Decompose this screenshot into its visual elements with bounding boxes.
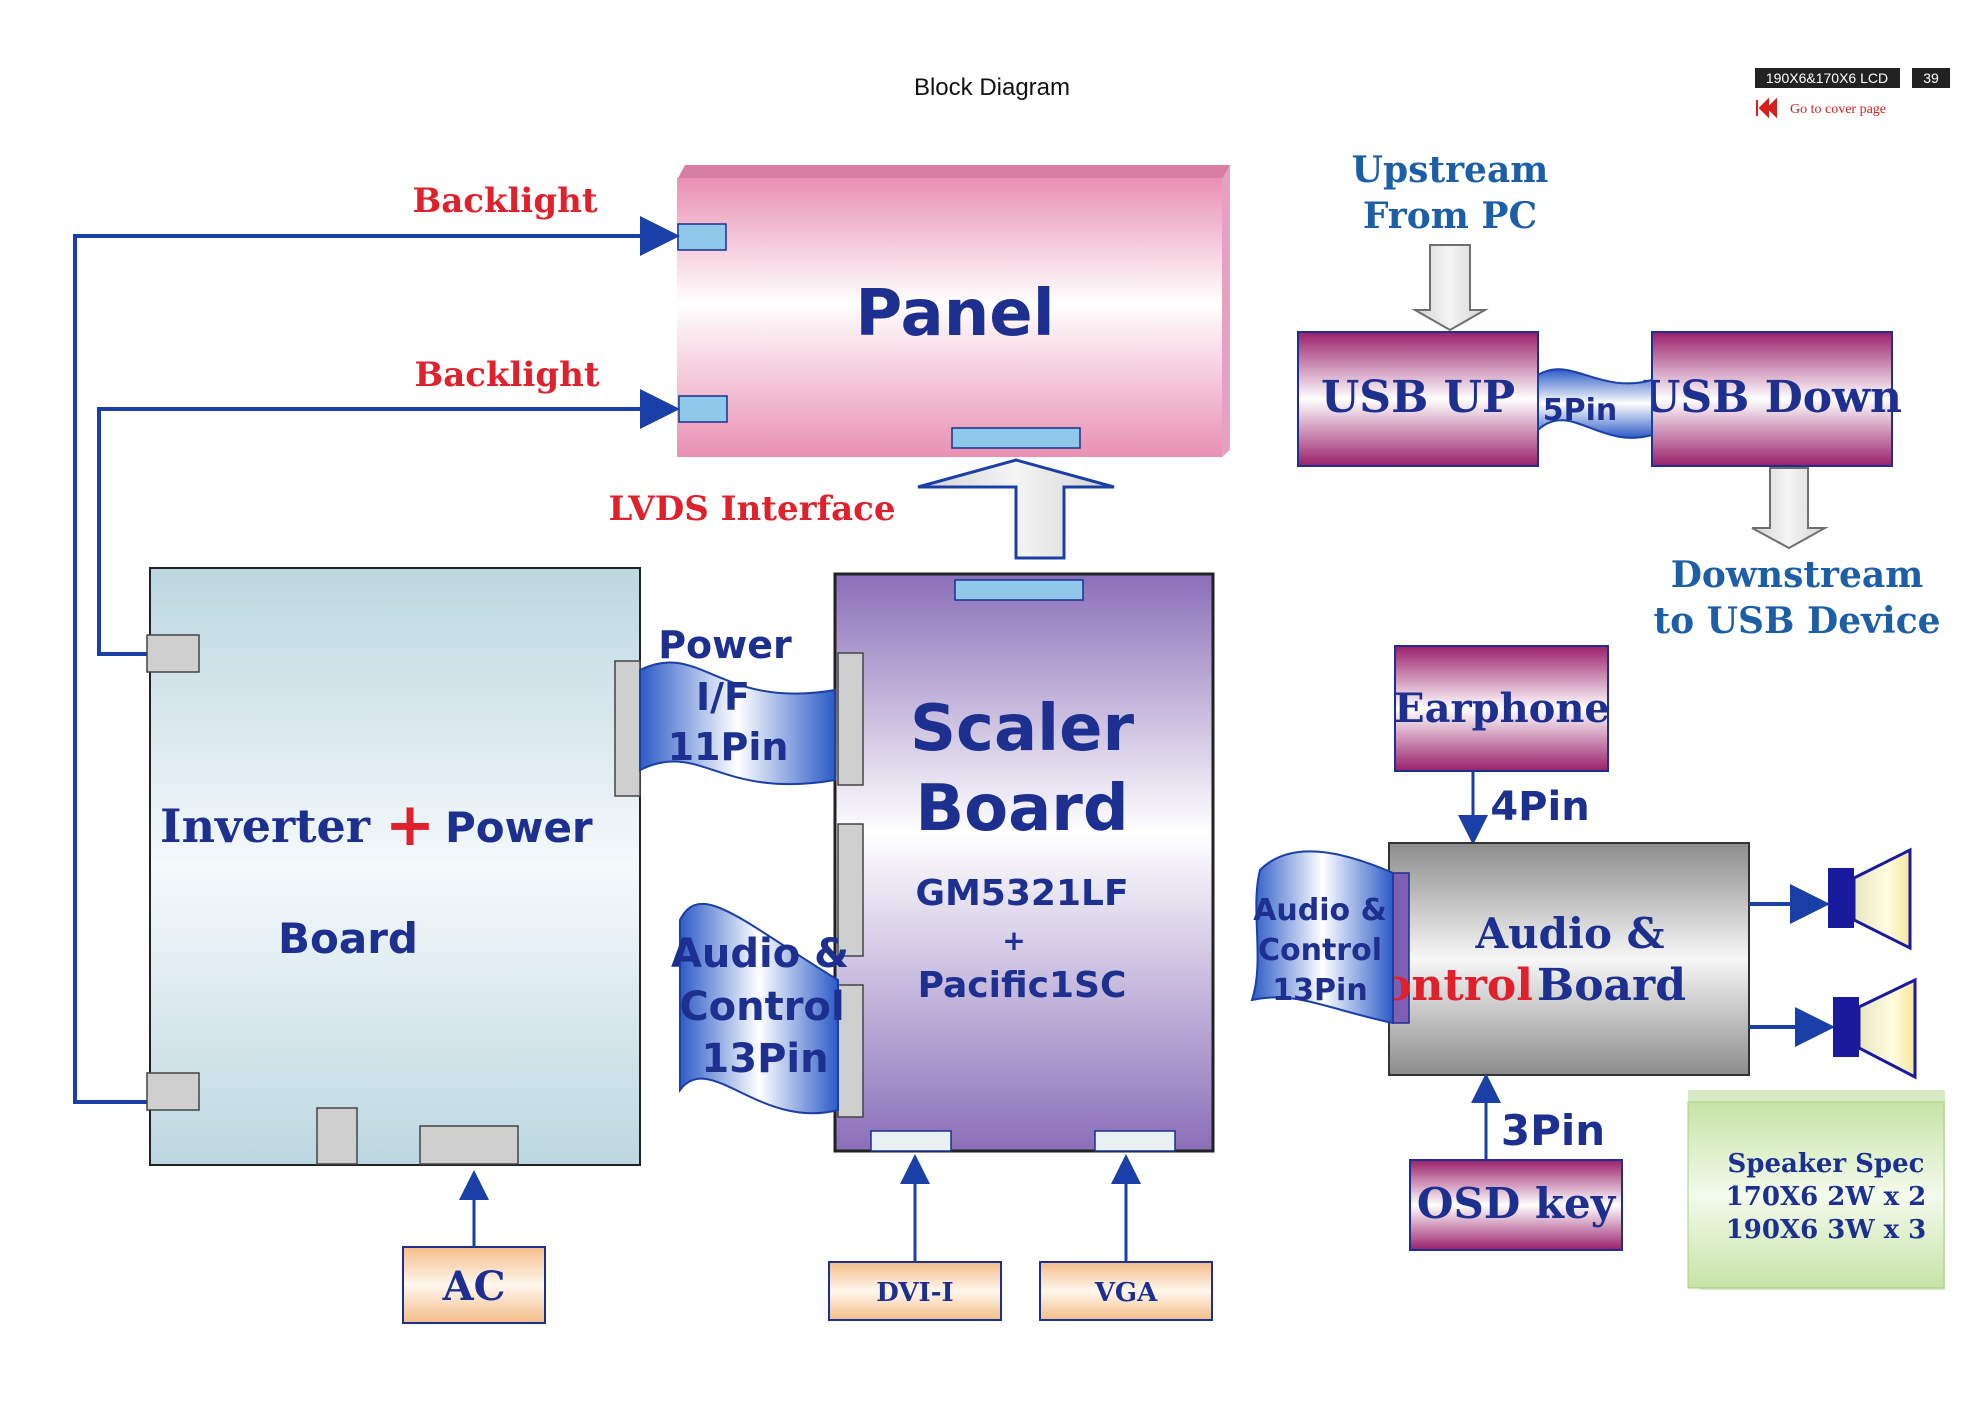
backlight-label-top: Backlight	[412, 181, 597, 221]
dvi-label: DVI-I	[876, 1278, 953, 1308]
speaker-top-cone	[1852, 847, 1912, 951]
inverter-connector-bottom-small	[316, 1107, 358, 1165]
model-badge: 190X6&170X6 LCD	[1755, 68, 1900, 88]
usb-up-label: USB UP	[1321, 372, 1515, 423]
backlight-label-bottom: Backlight	[414, 355, 599, 395]
cover-link-text[interactable]: Go to cover page	[1790, 102, 1886, 117]
speaker-bottom	[1749, 977, 1917, 1080]
power-cable: Power I/F 11Pin	[639, 623, 836, 786]
audio-right-label-1: Audio &	[1253, 893, 1387, 928]
audio-left-label-2: Control	[679, 984, 844, 1030]
vga-label: VGA	[1094, 1278, 1158, 1308]
scaler-board: Scaler Board GM5321LF + Pacific1SC	[833, 572, 1215, 1153]
panel-label: Panel	[855, 277, 1054, 351]
inverter-label-2: Power	[445, 803, 593, 852]
downstream-label-2: to USB Device	[1653, 600, 1940, 642]
speaker-top-magnet	[1828, 868, 1854, 928]
speaker-bottom-magnet	[1833, 997, 1859, 1057]
inverter-power-connector	[614, 660, 641, 797]
scaler-label-2: Board	[915, 772, 1128, 846]
earphone-label: Earphone	[1394, 685, 1610, 732]
inverter-label-1: Inverter	[160, 799, 371, 853]
panel-block: Panel	[677, 165, 1230, 457]
scaler-vga-connector	[1094, 1130, 1176, 1152]
audio-right-label-3: 13Pin	[1272, 973, 1367, 1008]
scaler-chip-1: GM5321LF	[915, 873, 1128, 914]
audio-control-board: Audio & Control Board	[1347, 842, 1750, 1076]
lvds-arrow	[917, 458, 1115, 560]
dvi-input: DVI-I	[828, 1154, 1002, 1321]
lvds-label: LVDS Interface	[609, 489, 896, 529]
vga-input: VGA	[1039, 1154, 1213, 1321]
backlight-line-bottom	[97, 389, 680, 656]
cover-link[interactable]: Go to cover page	[1756, 97, 1886, 119]
scaler-audio-connector	[837, 984, 864, 1118]
scaler-power-connector	[837, 652, 864, 786]
ac-input: AC	[402, 1170, 546, 1324]
audio-board-label-1: Audio &	[1475, 909, 1665, 958]
osd-pin-label: 3Pin	[1501, 1106, 1605, 1155]
usb-down-label: USB Down	[1642, 372, 1902, 423]
audio-cable-left: Audio & Control 13Pin	[671, 902, 849, 1115]
panel-side-face	[1222, 165, 1230, 457]
speaker-top	[1749, 847, 1912, 951]
inverter-plus: +	[385, 790, 435, 860]
speaker-spec-line-2: 190X6 3W x 3	[1726, 1215, 1927, 1245]
panel-backlight-connector-bottom	[678, 395, 728, 423]
usb-down-block: USB Down	[1642, 331, 1902, 467]
audio-board-label-3: Board	[1537, 960, 1686, 1011]
audio-left-label-1: Audio &	[671, 931, 849, 977]
scaler-lvds-connector	[954, 579, 1084, 601]
audio-left-label-3: 13Pin	[701, 1036, 828, 1082]
ac-label: AC	[442, 1263, 506, 1310]
speaker-spec-box: Speaker Spec 170X6 2W x 2 190X6 3W x 3	[1687, 1090, 1945, 1290]
power-cable-label-1: Power	[658, 623, 792, 667]
inverter-board-label: Board	[278, 914, 418, 963]
panel-lvds-connector	[951, 427, 1081, 449]
speaker-bottom-cone	[1857, 977, 1917, 1080]
upstream-arrow	[1411, 244, 1489, 332]
backlight-line-top	[73, 216, 680, 1104]
inverter-board: Inverter + Power Board	[146, 567, 641, 1166]
speaker-spec-line-1: 170X6 2W x 2	[1726, 1182, 1927, 1212]
audio-right-label-2: Control	[1258, 933, 1382, 968]
panel-top-face	[677, 165, 1230, 180]
usb-5pin-label: 5Pin	[1543, 393, 1618, 428]
inverter-connector-backlight-top	[146, 634, 200, 673]
osd-key-label: OSD key	[1417, 1179, 1617, 1228]
downstream-label-1: Downstream	[1671, 554, 1924, 596]
panel-face	[677, 178, 1222, 457]
power-cable-label-2: I/F	[696, 675, 750, 719]
inverter-ac-connector	[419, 1125, 519, 1165]
scaler-chip-2: Pacific1SC	[918, 965, 1127, 1006]
panel-backlight-connector-top	[677, 223, 727, 251]
earphone-block: Earphone	[1394, 645, 1610, 772]
upstream-label-1: Upstream	[1352, 149, 1549, 191]
scaler-dvi-connector	[870, 1130, 952, 1152]
page-badge: 39	[1912, 68, 1950, 88]
scaler-label-1: Scaler	[910, 692, 1135, 766]
usb-cable: 5Pin	[1537, 368, 1653, 439]
page-title: Block Diagram	[914, 74, 1070, 101]
osd-key-block: OSD key	[1409, 1159, 1623, 1251]
scaler-plus: +	[1002, 924, 1025, 957]
rewind-icon	[1756, 97, 1777, 119]
usb-up-block: USB UP	[1297, 331, 1539, 467]
power-cable-label-3: 11Pin	[668, 725, 789, 769]
audio-cable-right: Audio & Control 13Pin	[1250, 850, 1394, 1025]
earphone-pin-label: 4Pin	[1490, 784, 1589, 830]
speaker-spec-title: Speaker Spec	[1728, 1149, 1925, 1179]
upstream-label-2: From PC	[1363, 195, 1537, 237]
inverter-connector-backlight-bottom	[146, 1072, 200, 1111]
downstream-arrow	[1751, 467, 1829, 550]
scaler-mid-connector	[837, 823, 864, 957]
model-label: 190X6&170X6 LCD	[1766, 70, 1888, 86]
page-number: 39	[1923, 70, 1939, 86]
